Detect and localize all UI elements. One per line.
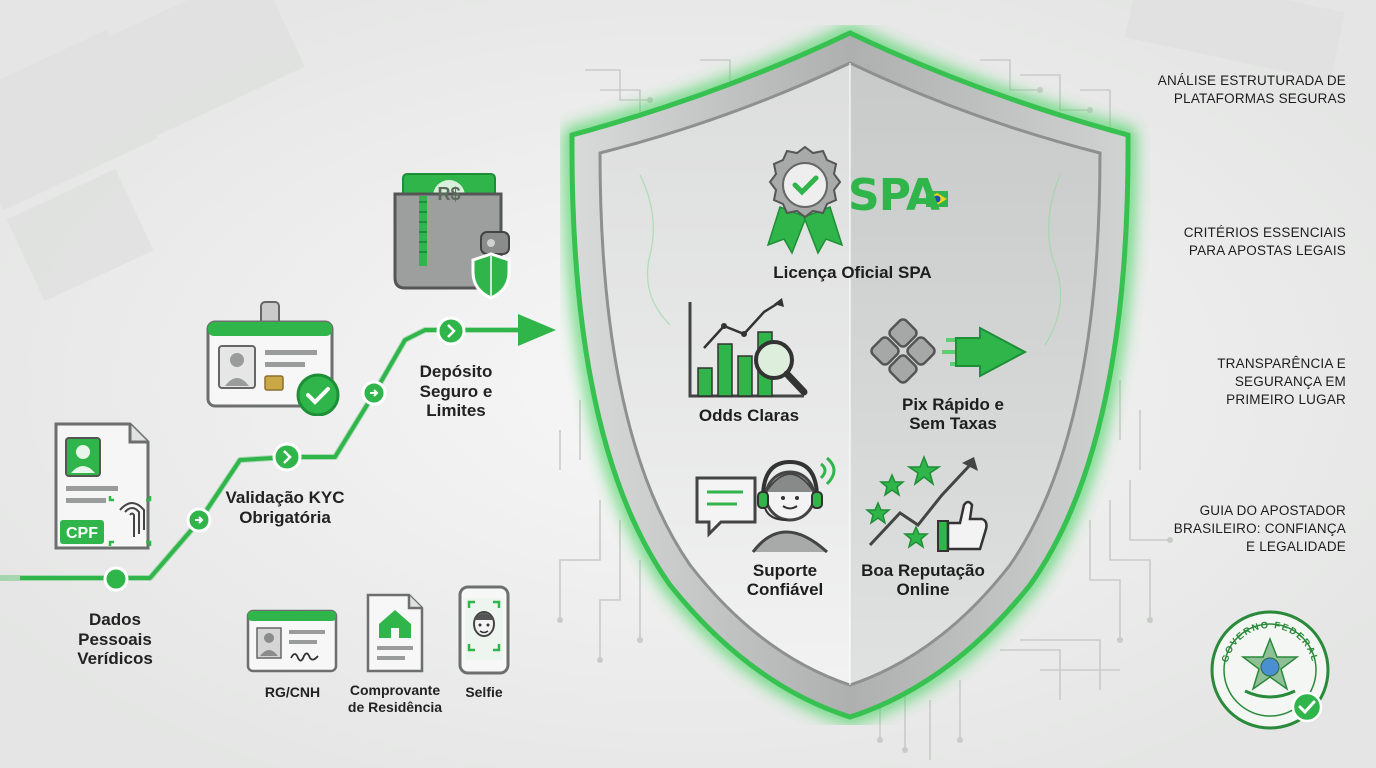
support-agent-icon	[695, 456, 836, 554]
wallet-icon	[393, 173, 511, 300]
shield-check-icon	[471, 252, 511, 300]
shield-circuit-texture	[639, 174, 1062, 346]
rg-cnh-icon	[246, 609, 338, 673]
odds-chart-icon	[688, 298, 808, 398]
reputation-icon	[864, 455, 988, 552]
wallet-currency: R$	[437, 184, 461, 204]
id-card-icon	[206, 301, 340, 416]
verified-badge-icon	[296, 373, 340, 416]
magnifier-icon	[754, 340, 808, 396]
selfie-phone-icon	[458, 585, 510, 675]
seal-check-icon	[1291, 691, 1323, 723]
sidebar-item-guide: Guia do apostadorbrasileiro: confiançae …	[1173, 503, 1346, 555]
house-icon	[379, 610, 411, 638]
security-shield	[564, 25, 1136, 725]
thumbs-up-icon	[937, 500, 988, 552]
journey-arrowhead	[518, 314, 556, 346]
cpf-badge: CPF	[66, 525, 98, 542]
sidebar-item-transparency: Transparência esegurança emprimeiro luga…	[1217, 356, 1346, 408]
odds-label: Odds Claras	[698, 406, 800, 425]
star-icons	[864, 455, 942, 549]
spa-brand-logo: SPA	[848, 170, 940, 221]
circuit-lines	[559, 59, 1170, 760]
coat-of-arms-icon	[1240, 636, 1300, 699]
signal-icon	[819, 456, 836, 486]
government-seal-icon: GOVERNO FEDERAL	[1210, 610, 1330, 730]
chat-bubble-icon	[695, 476, 757, 538]
signature-icon	[290, 652, 319, 662]
sidebar-item-criteria: Critérios essenciaispara apostas legais	[1183, 225, 1346, 259]
headset-icon	[761, 459, 819, 499]
proof-of-residence-icon	[366, 593, 424, 673]
sidebar-item-analysis: Análise estruturada deplataformas segura…	[1157, 73, 1346, 107]
selfie-label: Selfie	[465, 684, 503, 700]
rg-cnh-label: RG/CNH	[264, 684, 321, 700]
cpf-document-icon	[54, 422, 152, 550]
newspaper-texture	[0, 0, 1345, 302]
license-rosette-icon	[766, 145, 948, 255]
brazil-flag-icon	[926, 191, 948, 207]
license-label: Licença Oficial SPA	[773, 263, 932, 282]
pix-icon	[870, 318, 1028, 384]
fingerprint-icon	[119, 502, 145, 537]
speed-arrow-icon	[942, 326, 1028, 378]
